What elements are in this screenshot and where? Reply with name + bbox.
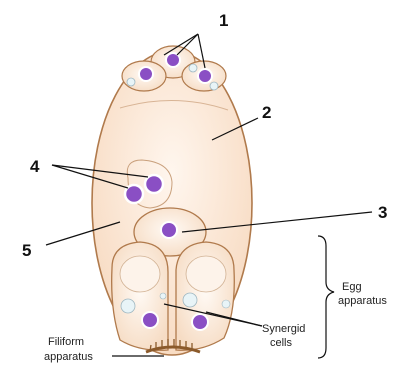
label-filiform-line2: apparatus [44, 351, 93, 363]
vacuole [189, 64, 197, 72]
vacuole [222, 300, 230, 308]
antipodal-nucleus [198, 69, 212, 83]
label-number-3: 3 [378, 203, 387, 222]
antipodal-nucleus [139, 67, 153, 81]
synergid-vacuole [120, 256, 160, 292]
label-number-5: 5 [22, 241, 31, 260]
label-number-2: 2 [262, 103, 271, 122]
label-number-4: 4 [30, 157, 40, 176]
label-number-1: 1 [219, 11, 228, 30]
label-synergid-line1: Synergid [262, 323, 305, 335]
synergid-nucleus-right [192, 314, 208, 330]
vacuole [121, 299, 135, 313]
antipodal-nucleus [166, 53, 180, 67]
label-synergid-line2: cells [270, 337, 293, 349]
vacuole [127, 78, 135, 86]
polar-nucleus-upper [145, 175, 163, 193]
egg-apparatus-brace [318, 236, 334, 358]
vacuole [183, 293, 197, 307]
synergid-nucleus-left [142, 312, 158, 328]
vacuole [160, 293, 166, 299]
synergid-vacuole [186, 256, 226, 292]
label-egg-apparatus-line1: Egg [342, 281, 362, 293]
label-egg-apparatus-line2: apparatus [338, 295, 387, 307]
label-filiform-line1: Filiform [48, 336, 84, 348]
vacuole [210, 82, 218, 90]
egg-nucleus [161, 222, 177, 238]
